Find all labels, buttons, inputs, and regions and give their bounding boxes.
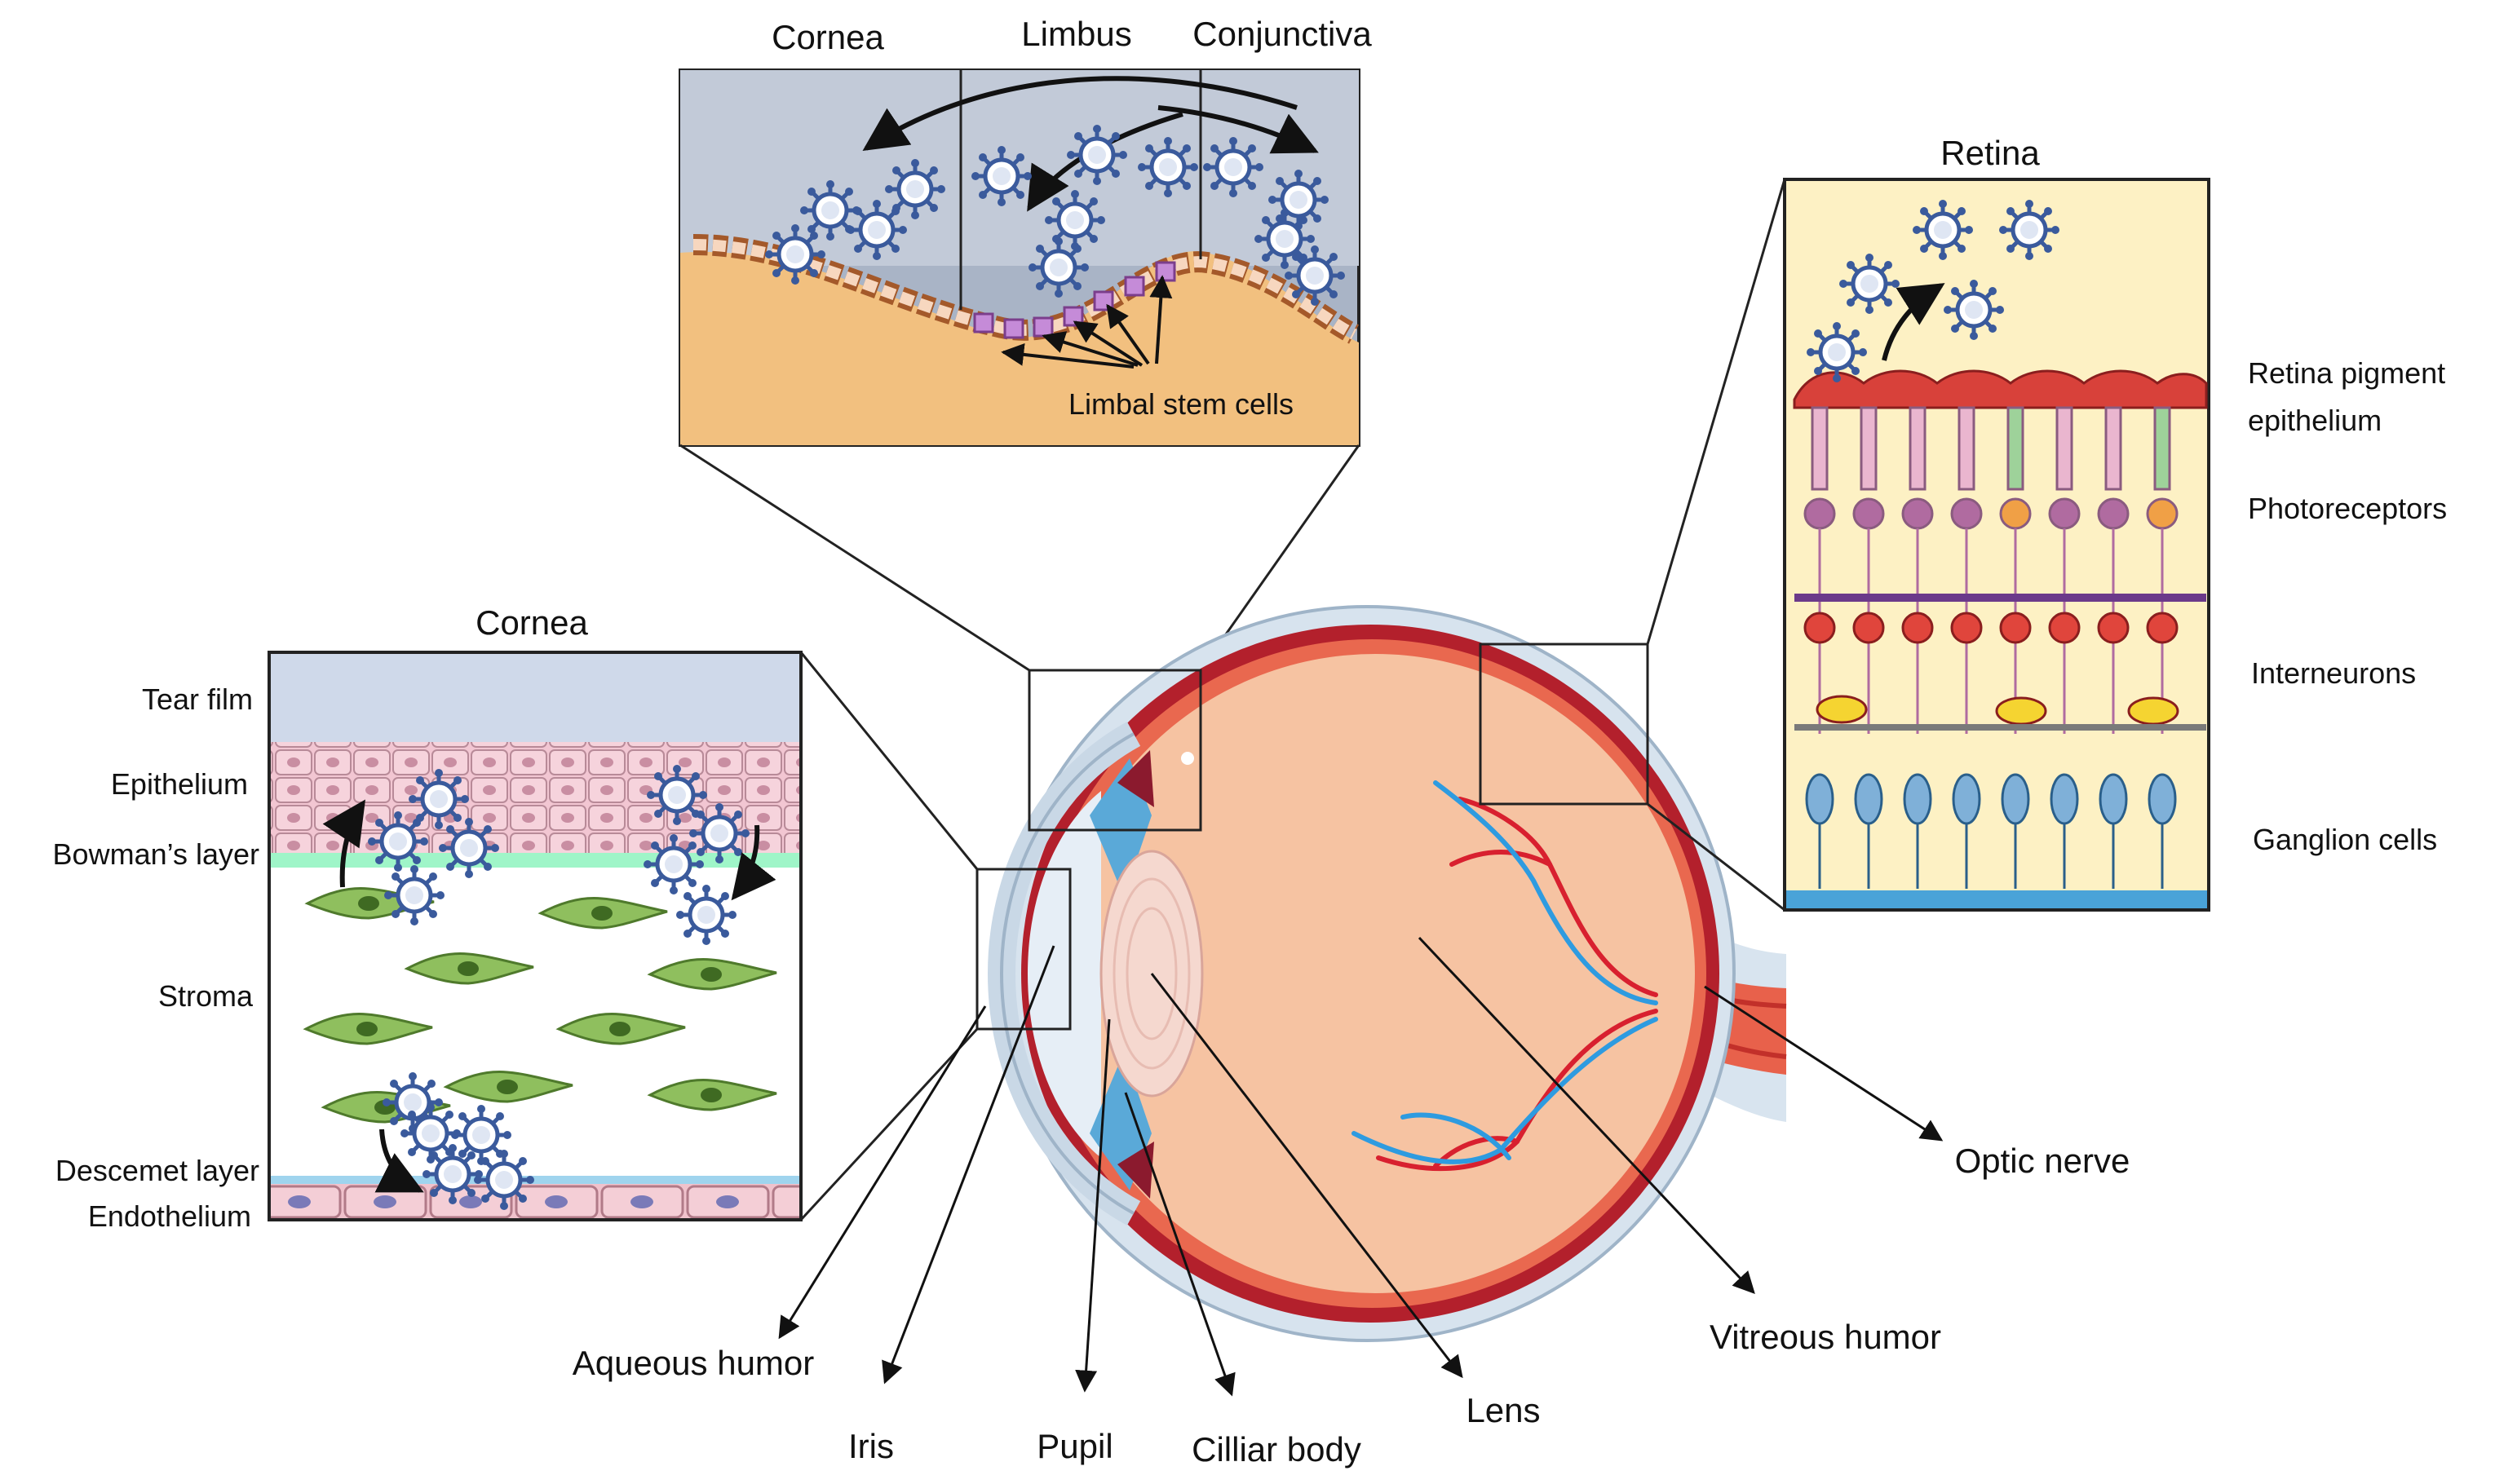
limbus-title-cornea: Cornea [772, 18, 884, 56]
eye-cross-section [975, 605, 1787, 1342]
label-aqueous-humor: Aqueous humor [573, 1344, 815, 1382]
label-iris: Iris [848, 1427, 894, 1465]
label-optic-nerve: Optic nerve [1955, 1142, 2130, 1180]
label-vitreous-humor: Vitreous humor [1710, 1318, 1941, 1356]
zoom-box-cornea [975, 868, 1072, 1031]
aqueous-chamber [1028, 791, 1101, 1158]
photoreceptor-cells [1803, 406, 2179, 530]
tear-film-layer [271, 654, 799, 742]
retina-title: Retina [1940, 134, 2040, 172]
endothelium-layer [271, 1184, 799, 1218]
rpe-cells [1793, 369, 2208, 409]
label-endothelium: Endothelium [88, 1199, 251, 1233]
migration-arrow-right [1157, 105, 1319, 154]
label-epithelium: Epithelium [111, 767, 248, 801]
ciliary-body-lower [1117, 1142, 1154, 1199]
label-lens: Lens [1466, 1391, 1540, 1429]
limbus-title-conjunctiva: Conjunctiva [1192, 15, 1372, 53]
stem-cell-pointers [1001, 275, 1173, 369]
descemet-layer [271, 1176, 799, 1184]
label-bowmans-layer: Bowman’s layer [53, 837, 259, 871]
retina-panel: Retina Retina pigment epithelium Photore… [1783, 134, 2447, 912]
label-ciliary-body: Cilliar body [1192, 1430, 1361, 1469]
label-tear-film: Tear film [142, 682, 253, 716]
vitreous-body [1055, 654, 1695, 1293]
limbal-stem-cells-label: Limbal stem cells [1068, 387, 1294, 421]
zoom-line-cornea-top [799, 651, 979, 870]
label-pupil: Pupil [1037, 1427, 1113, 1465]
zoom-box-retina [1479, 643, 1649, 806]
label-ganglion-cells: Ganglion cells [2253, 823, 2437, 856]
interneuron-cells [1794, 528, 2206, 734]
nerve-fiber-layer [1786, 890, 2207, 908]
zoom-box-limbus [1028, 669, 1202, 832]
zoom-line-cornea-bottom [799, 1027, 979, 1221]
cornea-panel: Cornea Tear film Epithelium Bowman’s lay… [53, 603, 803, 1233]
migration-arrow-left [862, 76, 1298, 151]
label-stroma: Stroma [158, 979, 254, 1013]
retinal-vessels [1351, 780, 1658, 1172]
label-interneurons: Interneurons [2251, 656, 2416, 690]
limbus-panel: Cornea Limbus Conjunctiva Limbal stem ce… [679, 15, 1372, 447]
label-photoreceptors: Photoreceptors [2248, 492, 2447, 525]
label-retina-pigment: Retina pigment [2248, 356, 2445, 390]
ciliary-body-upper [1117, 750, 1154, 807]
label-epithelium-retina: epithelium [2248, 404, 2382, 437]
eye-label-leaders [778, 936, 1944, 1397]
label-descemet-layer: Descemet layer [55, 1154, 259, 1187]
zoom-line-retina-bottom [1647, 802, 1785, 912]
limbus-title-limbus: Limbus [1021, 15, 1131, 53]
zoom-line-retina-top [1646, 179, 1786, 645]
zoom-line-limbus-left [679, 444, 1030, 672]
ganglion-cells [1805, 773, 2177, 889]
cornea-title: Cornea [476, 603, 588, 642]
